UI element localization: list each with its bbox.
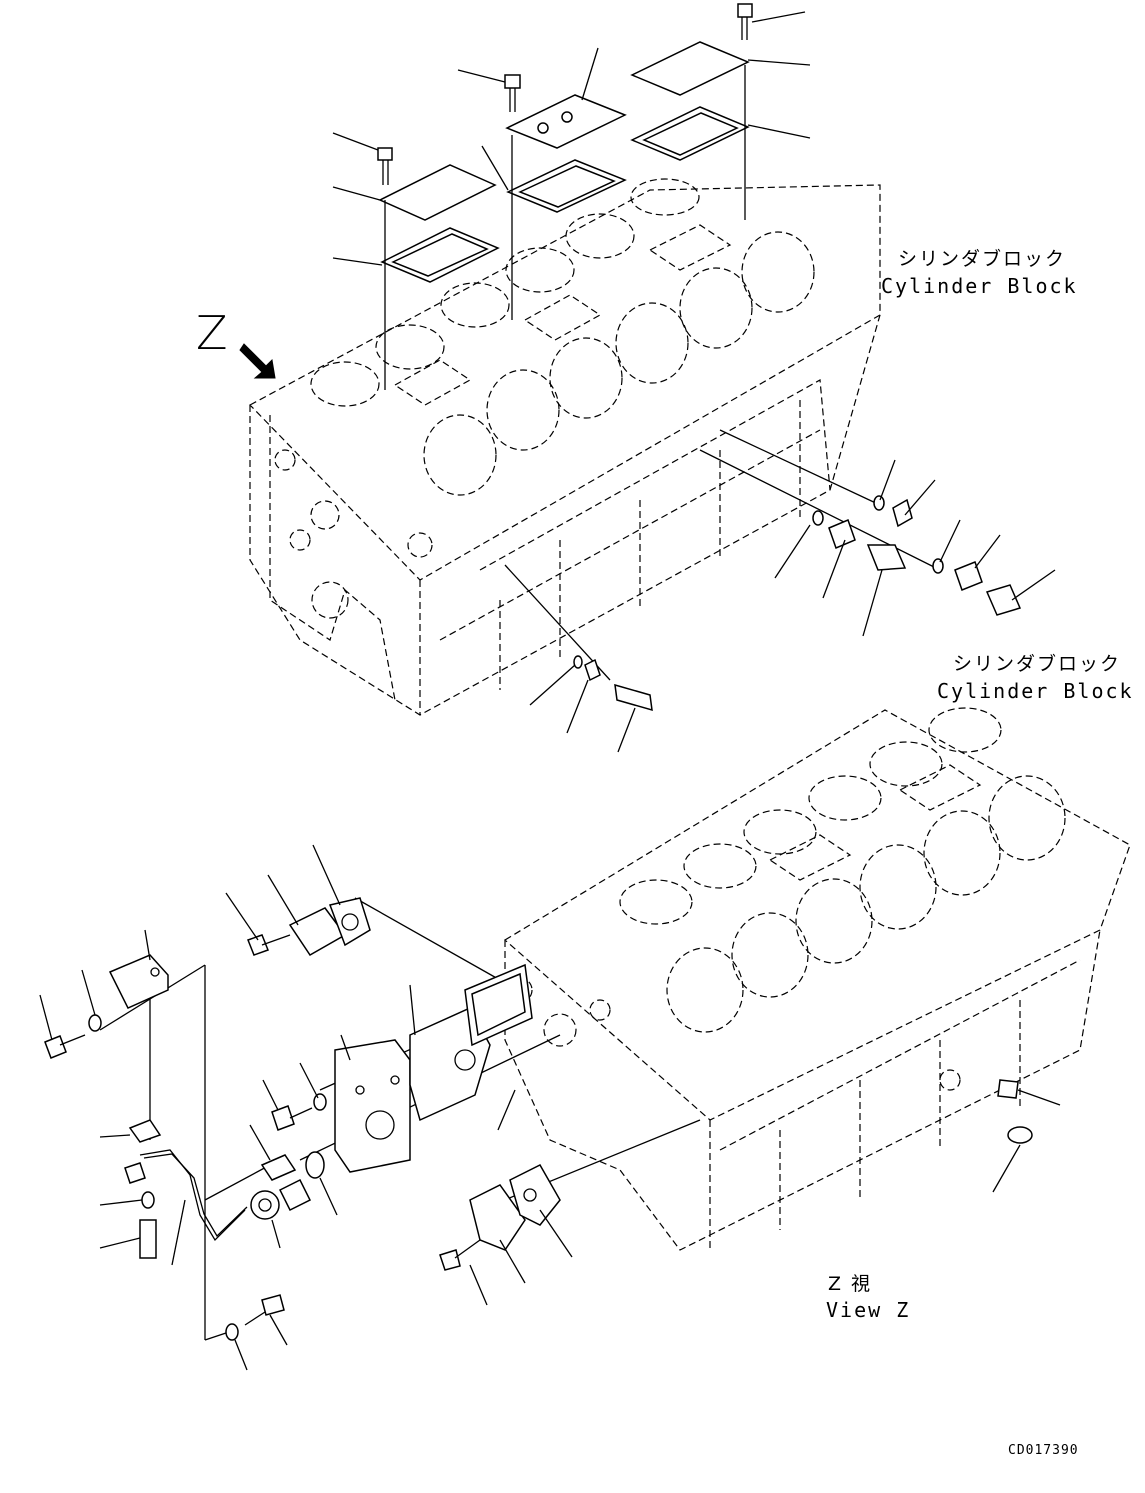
lower-cylinder-block-label-en: Cylinder Block: [937, 679, 1134, 703]
lower-cylinder-block: [503, 707, 1131, 1251]
upper-cylinder-block: [249, 178, 881, 716]
upper-cover-parts: [332, 3, 811, 390]
view-z-marker: Z: [196, 306, 228, 360]
lower-right-fittings: [992, 1079, 1061, 1193]
upper-drain-fittings: [504, 564, 653, 753]
view-z-arrow: [239, 343, 276, 379]
upper-cylinder-block-label-en: Cylinder Block: [881, 274, 1078, 298]
upper-sensor-fittings: [699, 429, 1056, 637]
upper-cylinder-block-label-jp: シリンダブロック: [898, 248, 1067, 270]
drawing-code: CD017390: [1008, 1443, 1079, 1458]
lower-left-exploded-parts: [39, 844, 701, 1371]
view-z-caption-jp: Z 視: [828, 1273, 873, 1295]
view-z-caption-en: View Z: [826, 1298, 911, 1322]
lower-cylinder-block-label-jp: シリンダブロック: [953, 653, 1122, 675]
